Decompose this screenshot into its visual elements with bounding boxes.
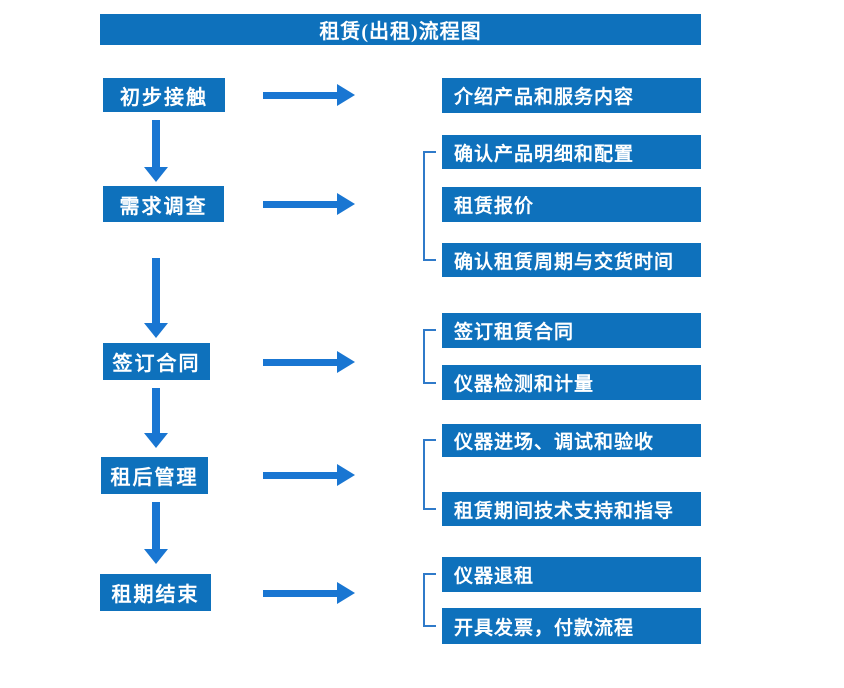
detail-box: 介绍产品和服务内容 xyxy=(442,78,701,113)
arrow-shaft xyxy=(263,590,337,597)
right-arrow-icon xyxy=(263,464,355,486)
detail-box: 确认产品明细和配置 xyxy=(442,135,701,169)
right-arrow-icon xyxy=(263,351,355,373)
flowchart-title: 租赁(出租)流程图 xyxy=(319,21,482,43)
step-box-rental-end: 租期结束 xyxy=(100,574,211,611)
arrow-head xyxy=(144,323,168,338)
right-arrow-icon xyxy=(263,84,355,106)
detail-box: 租赁报价 xyxy=(442,187,701,222)
arrow-head xyxy=(144,167,168,182)
arrow-head xyxy=(144,549,168,564)
detail-box: 仪器进场、调试和验收 xyxy=(442,424,701,457)
arrow-shaft xyxy=(263,201,337,208)
detail-box: 仪器检测和计量 xyxy=(442,365,701,400)
detail-box: 仪器退租 xyxy=(442,557,701,592)
step-box-sign-contract: 签订合同 xyxy=(103,343,210,380)
arrow-head xyxy=(337,84,355,106)
group-bracket xyxy=(423,151,436,261)
arrow-head xyxy=(337,193,355,215)
arrow-shaft xyxy=(152,388,160,434)
step-box-demand-survey: 需求调查 xyxy=(103,186,224,222)
down-arrow-icon xyxy=(144,120,168,182)
flowchart-title-bar: 租赁(出租)流程图 xyxy=(100,14,701,45)
group-bracket xyxy=(423,439,436,510)
group-bracket xyxy=(423,329,436,384)
step-box-initial-contact: 初步接触 xyxy=(103,78,225,112)
down-arrow-icon xyxy=(144,258,168,338)
arrow-shaft xyxy=(263,359,337,366)
arrow-shaft xyxy=(263,92,337,99)
detail-box: 签订租赁合同 xyxy=(442,313,701,348)
arrow-shaft xyxy=(152,502,160,550)
right-arrow-icon xyxy=(263,582,355,604)
down-arrow-icon xyxy=(144,388,168,448)
arrow-shaft xyxy=(263,472,337,479)
step-box-post-rental-management: 租后管理 xyxy=(101,457,208,494)
arrow-head xyxy=(337,351,355,373)
group-bracket xyxy=(423,573,436,627)
detail-box: 确认租赁周期与交货时间 xyxy=(442,243,701,277)
arrow-head xyxy=(337,464,355,486)
down-arrow-icon xyxy=(144,502,168,564)
arrow-shaft xyxy=(152,120,160,168)
detail-box: 租赁期间技术支持和指导 xyxy=(442,492,701,526)
right-arrow-icon xyxy=(263,193,355,215)
arrow-head xyxy=(337,582,355,604)
arrow-head xyxy=(144,433,168,448)
arrow-shaft xyxy=(152,258,160,324)
detail-box: 开具发票，付款流程 xyxy=(442,608,701,644)
